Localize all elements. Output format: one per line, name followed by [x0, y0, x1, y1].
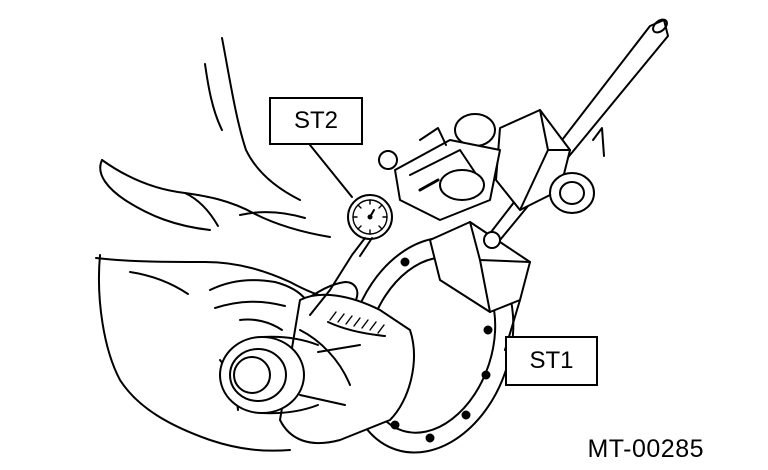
- st2-leader-line: [309, 144, 353, 198]
- st2-tool-drawing: [378, 18, 669, 249]
- dial-indicator-drawing: [309, 194, 393, 316]
- upper-hand-drawing: [99, 37, 331, 238]
- st2-callout-label: ST2: [269, 97, 363, 145]
- st1-callout-label: ST1: [505, 336, 598, 386]
- pinion-gear-drawing: [327, 311, 386, 337]
- figure-code: MT-00285: [587, 435, 704, 463]
